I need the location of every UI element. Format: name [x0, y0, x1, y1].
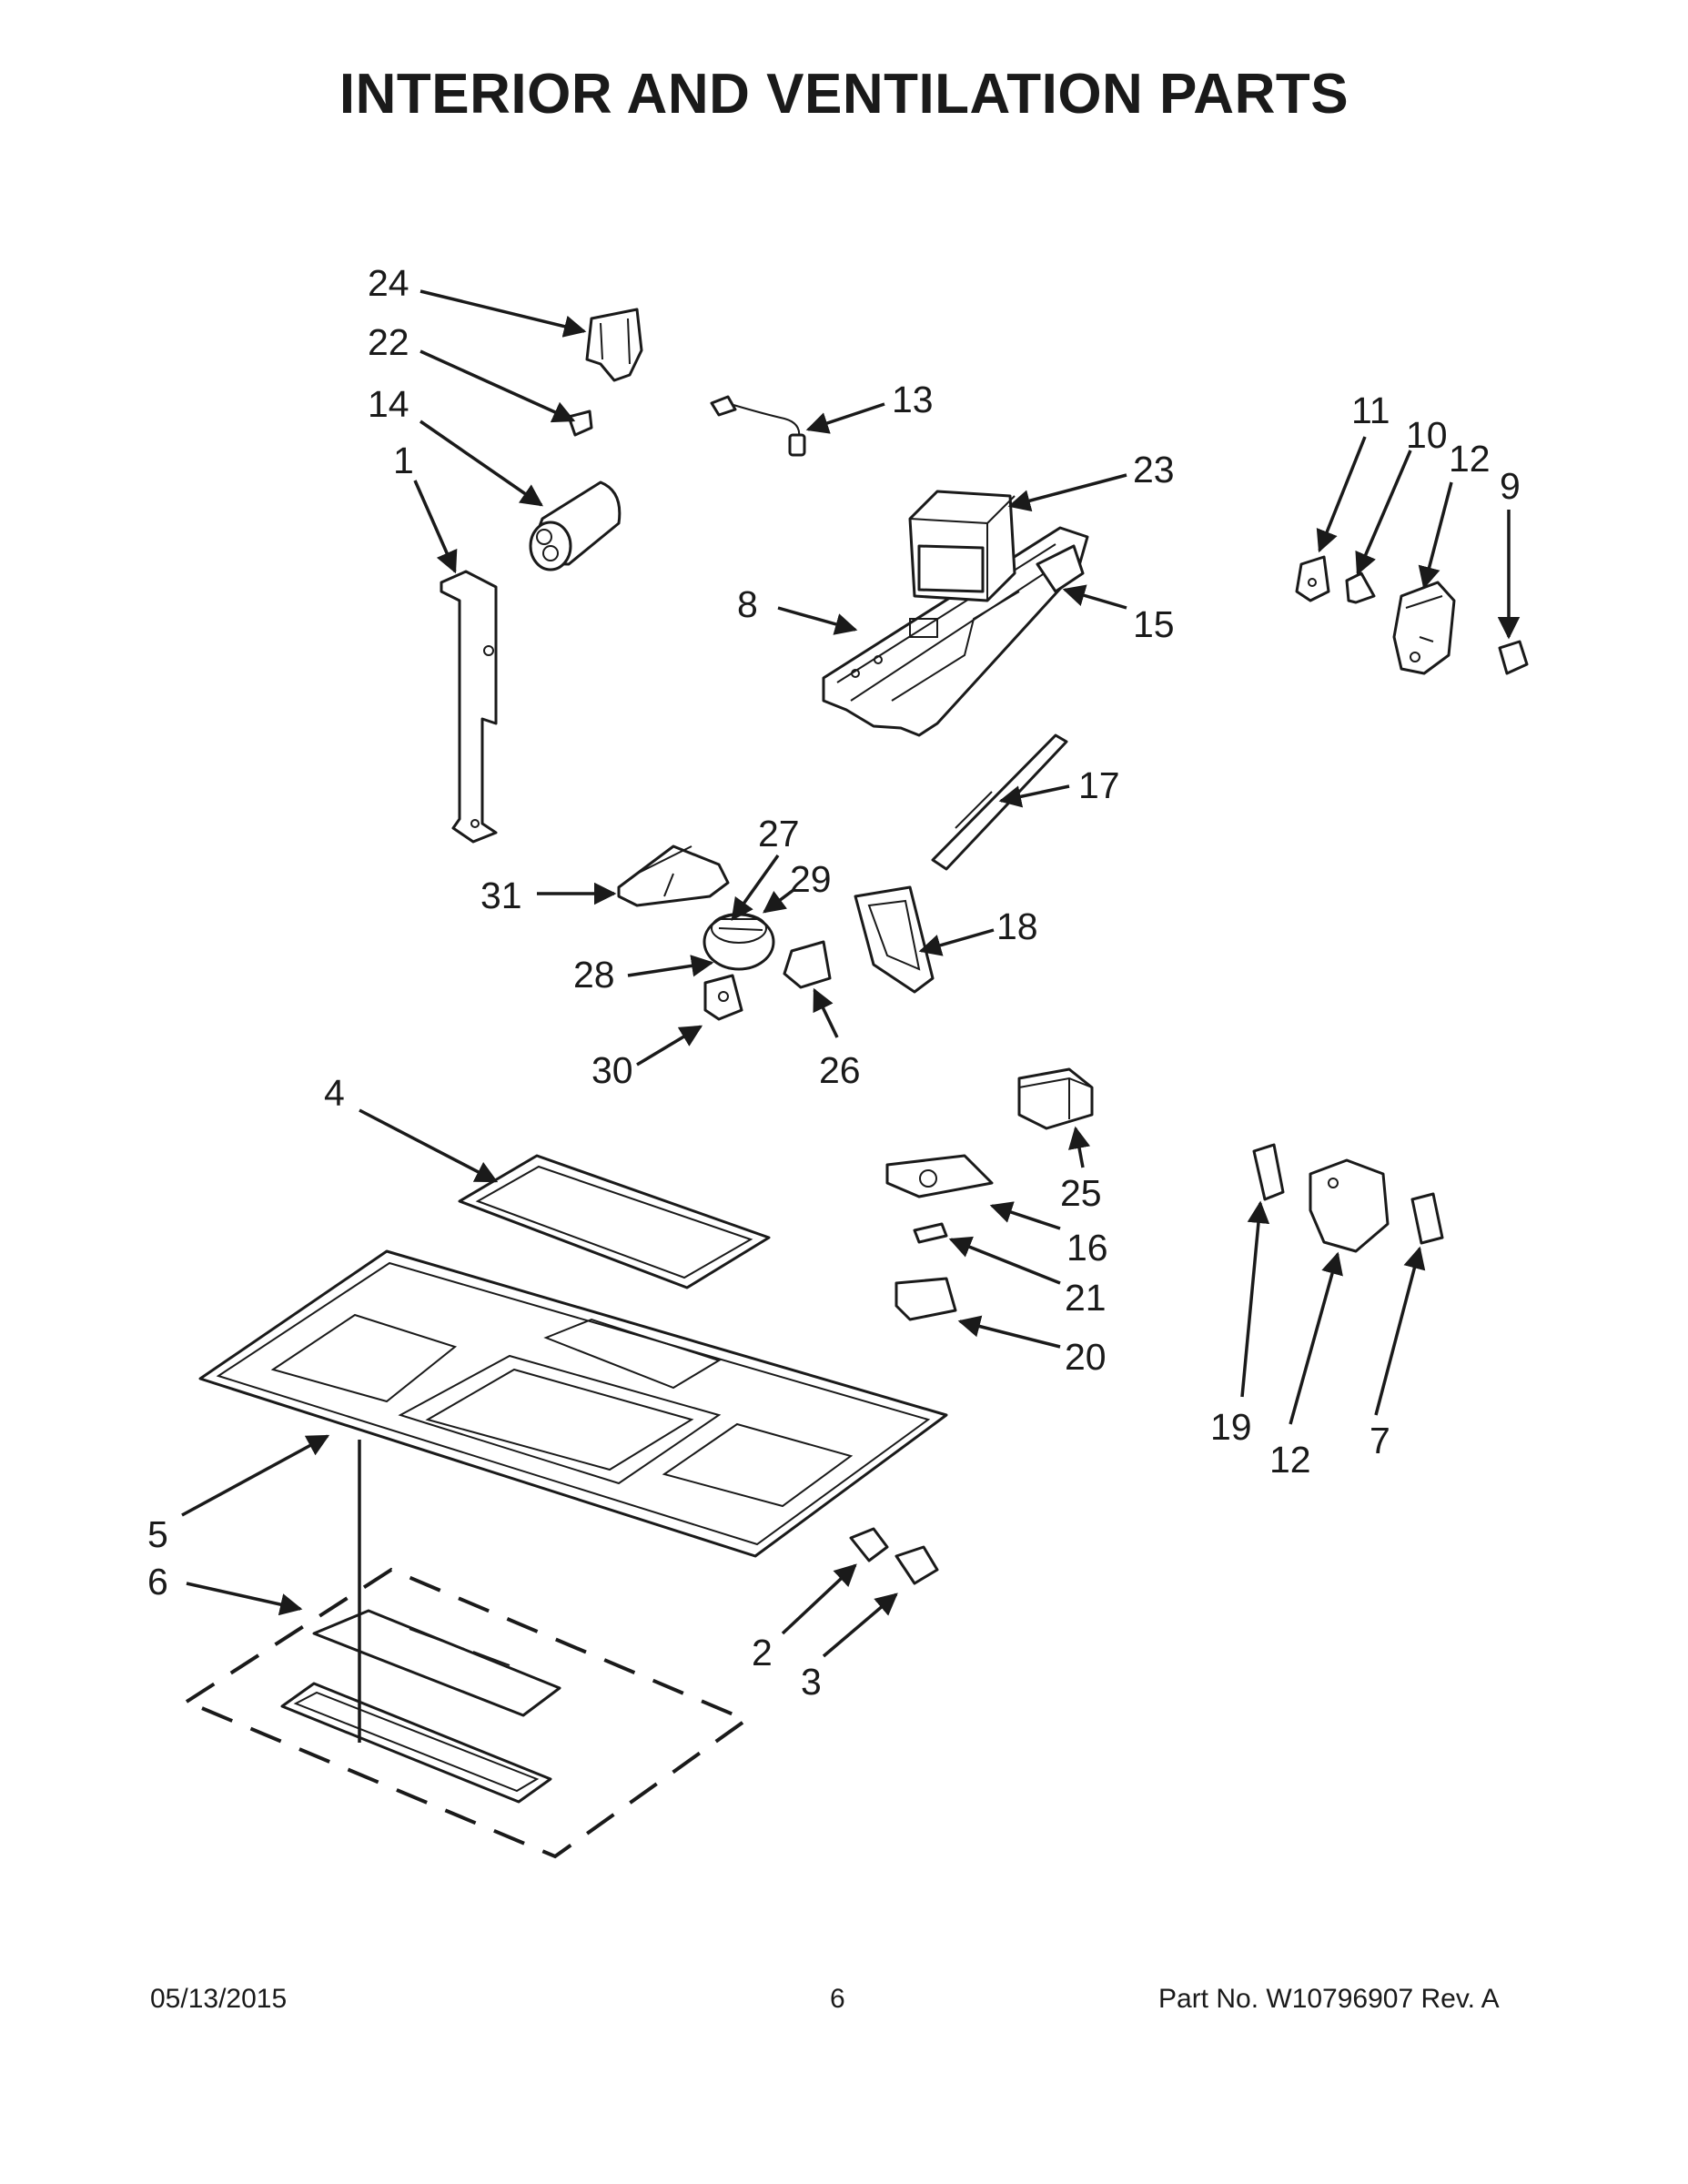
part-2-light-bulb [849, 1527, 889, 1562]
part-31-housing [617, 844, 730, 907]
part-7-switch [1410, 1192, 1444, 1245]
callout-25: 25 [1060, 1172, 1102, 1214]
callout-22: 22 [368, 321, 409, 363]
part-5-cavity-base [198, 1249, 948, 1558]
callout-30: 30 [591, 1049, 633, 1091]
part-3-light-socket [895, 1545, 939, 1585]
callout-19: 19 [1210, 1406, 1252, 1448]
part-26-holder [783, 940, 832, 989]
callout-numbers: 24 22 14 1 13 23 8 15 11 10 12 9 17 27 2… [147, 262, 1521, 1703]
part-10-actuator [1345, 571, 1376, 604]
callout-5: 5 [147, 1513, 168, 1555]
part-9-switch [1498, 640, 1529, 675]
part-23-transformer [908, 490, 1016, 602]
callout-12-lower: 12 [1269, 1439, 1311, 1481]
leader-lines [181, 289, 1521, 1743]
callout-20: 20 [1065, 1336, 1107, 1378]
callout-23: 23 [1133, 449, 1175, 490]
footer-part-number: Part No. W10796907 Rev. A [1158, 1984, 1500, 2014]
callout-2: 2 [752, 1632, 773, 1673]
part-16-socket [885, 1154, 994, 1198]
part-1-bracket [440, 570, 498, 844]
callout-9: 9 [1500, 465, 1521, 507]
part-20-switch [895, 1277, 957, 1321]
callout-21: 21 [1065, 1277, 1107, 1319]
callout-16: 16 [1066, 1227, 1108, 1269]
callout-11: 11 [1351, 389, 1390, 431]
part-24-bracket [585, 308, 643, 382]
callout-26: 26 [819, 1049, 861, 1091]
callout-8: 8 [737, 583, 758, 625]
callout-7: 7 [1370, 1420, 1390, 1461]
part-11-switch [1295, 555, 1330, 602]
callout-3: 3 [801, 1661, 822, 1703]
callout-18: 18 [996, 905, 1038, 947]
part-30-sensor [703, 974, 743, 1021]
callout-13: 13 [892, 379, 934, 420]
callout-31: 31 [480, 875, 522, 916]
part-13-wire [710, 395, 806, 457]
part-8-base-plate [822, 526, 1089, 737]
part-21-fuse [913, 1222, 948, 1244]
part-17-light-channel [931, 733, 1068, 871]
callout-6: 6 [147, 1561, 168, 1603]
part-18-grille [854, 885, 935, 994]
callout-15: 15 [1133, 603, 1175, 645]
part-15-component [1036, 544, 1085, 593]
callout-28: 28 [573, 954, 615, 996]
callout-27: 27 [758, 813, 800, 854]
part-14-capacitor [529, 480, 622, 571]
part-28-fan-motor [702, 913, 775, 971]
callout-29: 29 [790, 858, 832, 900]
callout-24: 24 [368, 262, 409, 304]
footer-page-number: 6 [830, 1984, 845, 2014]
callout-12-upper: 12 [1449, 438, 1491, 480]
page-title: INTERIOR AND VENTILATION PARTS [339, 63, 1349, 126]
part-12-latch-upper [1392, 581, 1456, 675]
part-6-charcoal-filter [182, 1567, 751, 1859]
part-4-filter [458, 1154, 771, 1289]
callout-1: 1 [393, 440, 414, 481]
callout-4: 4 [324, 1072, 345, 1114]
part-12-latch-lower [1309, 1158, 1390, 1253]
part-22-clip [567, 410, 593, 437]
part-25-relay [1017, 1067, 1094, 1130]
part-19-switch [1252, 1143, 1285, 1201]
callout-14: 14 [368, 383, 409, 425]
callout-17: 17 [1078, 764, 1120, 806]
callout-10: 10 [1406, 414, 1448, 456]
footer-date: 05/13/2015 [150, 1984, 288, 2014]
